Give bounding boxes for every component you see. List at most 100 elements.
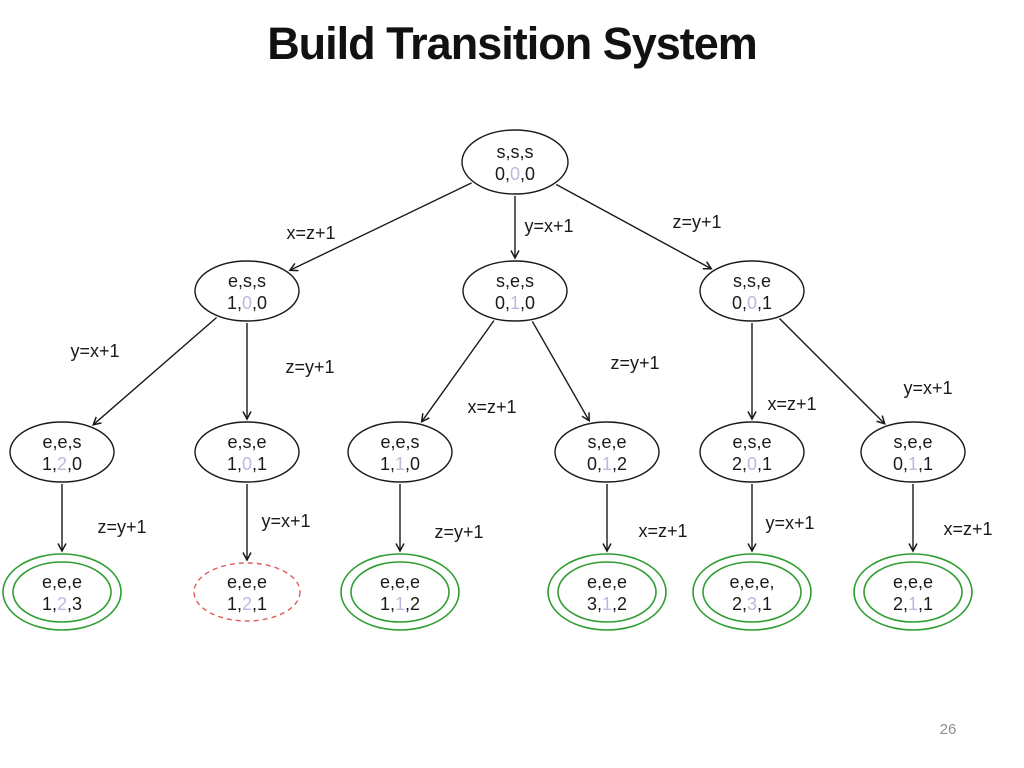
value-z: ,2 bbox=[612, 594, 627, 614]
slide-page-number: 26 bbox=[939, 721, 957, 738]
transition-label: x=z+1 bbox=[638, 521, 687, 541]
value-z: ,1 bbox=[252, 454, 267, 474]
value-x: 1, bbox=[42, 454, 57, 474]
state-values-label: 1,2,1 bbox=[227, 594, 267, 614]
page-title: Build Transition System bbox=[267, 18, 758, 69]
value-x: 2, bbox=[732, 454, 747, 474]
state-ellipse bbox=[194, 260, 300, 322]
value-y-highlighted: 0 bbox=[242, 293, 252, 313]
accepting-state-inner-ellipse bbox=[702, 561, 802, 623]
state-letters-label: s,s,e bbox=[733, 271, 771, 291]
transition-label: x=z+1 bbox=[767, 394, 816, 414]
state-ellipse bbox=[554, 421, 660, 483]
value-y-highlighted: 1 bbox=[908, 594, 918, 614]
value-y-highlighted: 1 bbox=[395, 594, 405, 614]
state-letters-label: e,s,e bbox=[227, 432, 266, 452]
state-letters-label: s,e,s bbox=[496, 271, 534, 291]
state-node: e,e,e3,1,2 bbox=[547, 553, 667, 631]
transition-arrow bbox=[288, 182, 472, 272]
state-letters-label: e,s,e bbox=[732, 432, 771, 452]
transition-label: y=x+1 bbox=[261, 511, 310, 531]
value-x: 0, bbox=[495, 164, 510, 184]
state-letters-label: e,e,e, bbox=[729, 572, 774, 592]
value-z: ,1 bbox=[757, 594, 772, 614]
state-letters-label: e,e,s bbox=[380, 432, 419, 452]
state-node: e,e,s1,2,0 bbox=[9, 421, 115, 483]
value-y-highlighted: 2 bbox=[57, 594, 67, 614]
value-x: 1, bbox=[227, 594, 242, 614]
transition-label: y=x+1 bbox=[524, 216, 573, 236]
state-node: s,s,e0,0,1 bbox=[699, 260, 805, 322]
state-node: e,s,s1,0,0 bbox=[194, 260, 300, 322]
state-values-label: 1,2,3 bbox=[42, 594, 82, 614]
state-values-label: 0,0,1 bbox=[732, 293, 772, 313]
value-y-highlighted: 2 bbox=[242, 594, 252, 614]
state-node: s,s,s0,0,0 bbox=[461, 129, 569, 195]
rejected-state-dashed-ellipse bbox=[193, 562, 301, 622]
value-x: 1, bbox=[227, 293, 242, 313]
value-y-highlighted: 1 bbox=[908, 454, 918, 474]
transition-label: z=y+1 bbox=[672, 212, 721, 232]
transition-arrow bbox=[420, 320, 495, 423]
value-x: 0, bbox=[495, 293, 510, 313]
value-x: 2, bbox=[732, 594, 747, 614]
state-node: e,e,e,2,3,1 bbox=[692, 553, 812, 631]
state-values-label: 1,0,0 bbox=[227, 293, 267, 313]
transition-label: x=z+1 bbox=[943, 519, 992, 539]
state-ellipse bbox=[699, 260, 805, 322]
value-y-highlighted: 2 bbox=[57, 454, 67, 474]
value-y-highlighted: 0 bbox=[510, 164, 520, 184]
state-ellipse bbox=[699, 421, 805, 483]
value-z: ,2 bbox=[612, 454, 627, 474]
accepting-state-inner-ellipse bbox=[863, 561, 963, 623]
value-x: 0, bbox=[732, 293, 747, 313]
state-values-label: 0,1,2 bbox=[587, 454, 627, 474]
transition-label: y=x+1 bbox=[70, 341, 119, 361]
state-node: e,s,e1,0,1 bbox=[194, 421, 300, 483]
state-letters-label: s,e,e bbox=[893, 432, 932, 452]
value-z: ,0 bbox=[520, 164, 535, 184]
state-node: e,e,e1,1,2 bbox=[340, 553, 460, 631]
state-node: s,e,e0,1,2 bbox=[554, 421, 660, 483]
value-y-highlighted: 1 bbox=[510, 293, 520, 313]
value-x: 1, bbox=[380, 594, 395, 614]
value-z: ,3 bbox=[67, 594, 82, 614]
state-values-label: 1,1,2 bbox=[380, 594, 420, 614]
state-ellipse bbox=[860, 421, 966, 483]
value-y-highlighted: 0 bbox=[747, 293, 757, 313]
accepting-state-inner-ellipse bbox=[12, 561, 112, 623]
state-letters-label: s,s,s bbox=[496, 142, 533, 162]
state-node: s,e,e0,1,1 bbox=[860, 421, 966, 483]
value-z: ,0 bbox=[252, 293, 267, 313]
state-letters-label: s,e,e bbox=[587, 432, 626, 452]
state-values-label: 1,1,0 bbox=[380, 454, 420, 474]
value-y-highlighted: 1 bbox=[602, 594, 612, 614]
value-y-highlighted: 1 bbox=[602, 454, 612, 474]
transition-arrow bbox=[555, 183, 713, 270]
state-node: e,e,e1,2,1 bbox=[193, 562, 301, 622]
transition-label: y=x+1 bbox=[765, 513, 814, 533]
state-values-label: 2,0,1 bbox=[732, 454, 772, 474]
transition-label: x=z+1 bbox=[286, 223, 335, 243]
state-values-label: 3,1,2 bbox=[587, 594, 627, 614]
value-z: ,2 bbox=[405, 594, 420, 614]
transition-arrow bbox=[531, 320, 590, 423]
state-values-label: 0,0,0 bbox=[495, 164, 535, 184]
state-node: e,s,e2,0,1 bbox=[699, 421, 805, 483]
state-ellipse bbox=[462, 260, 568, 322]
state-values-label: 2,3,1 bbox=[732, 594, 772, 614]
transition-label: z=y+1 bbox=[434, 522, 483, 542]
state-letters-label: e,e,e bbox=[380, 572, 420, 592]
state-ellipse bbox=[194, 421, 300, 483]
transition-label: z=y+1 bbox=[610, 353, 659, 373]
accepting-state-inner-ellipse bbox=[350, 561, 450, 623]
value-y-highlighted: 1 bbox=[395, 454, 405, 474]
value-y-highlighted: 0 bbox=[747, 454, 757, 474]
value-z: ,1 bbox=[252, 594, 267, 614]
state-node: s,e,s0,1,0 bbox=[462, 260, 568, 322]
value-x: 1, bbox=[42, 594, 57, 614]
state-ellipse bbox=[347, 421, 453, 483]
value-z: ,1 bbox=[918, 454, 933, 474]
value-z: ,0 bbox=[67, 454, 82, 474]
